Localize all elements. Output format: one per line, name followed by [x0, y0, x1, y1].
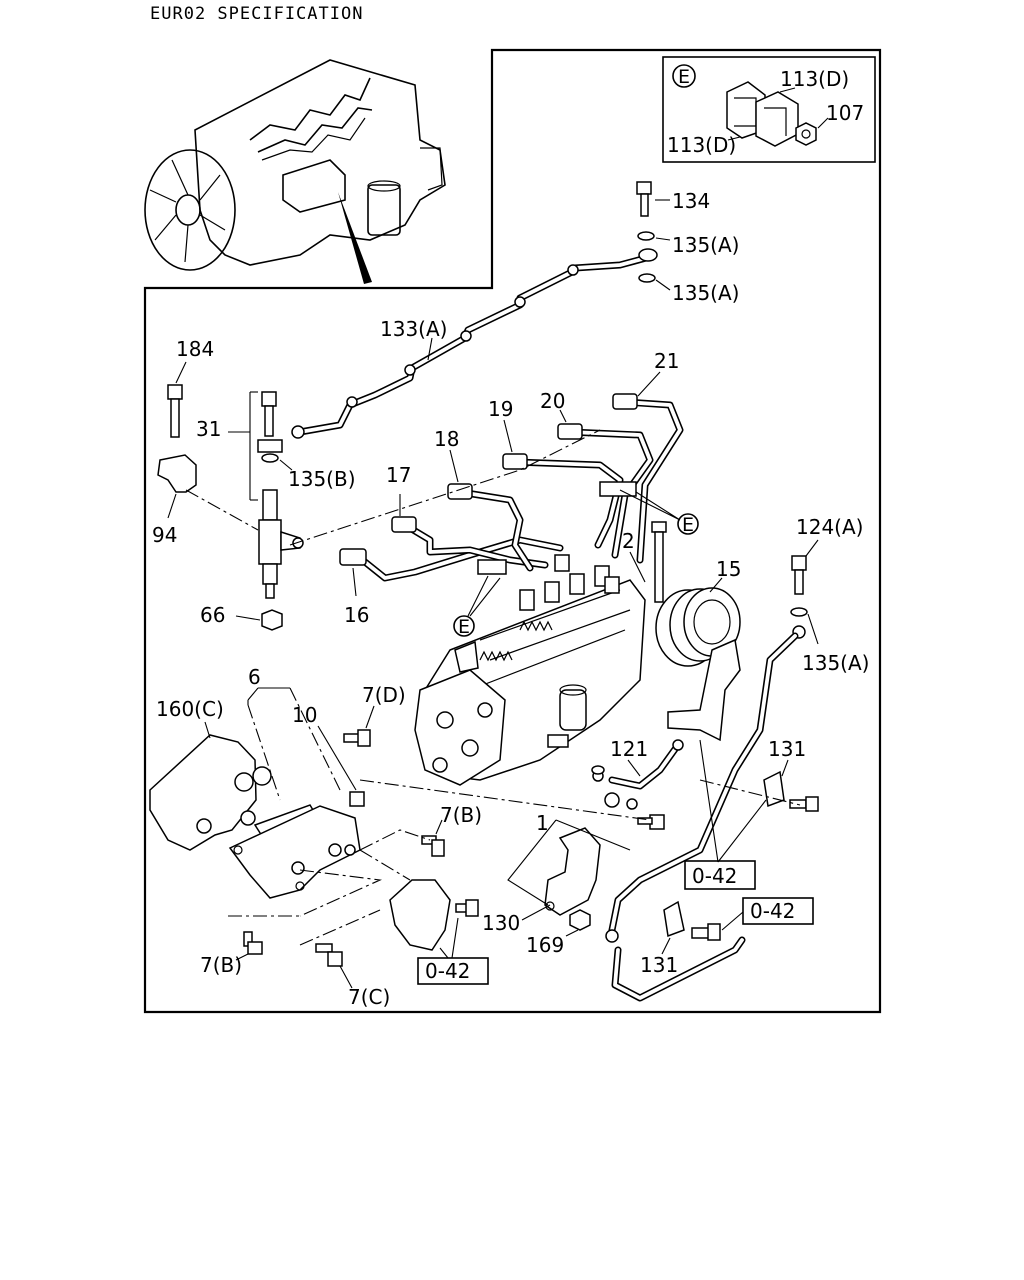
bracket-6-assembly: 160(C) 6 10 7(D) 7(B) 0-42 [149, 665, 489, 1009]
label-21: 21 [654, 349, 679, 373]
label-2: 2 [622, 529, 635, 553]
detail-e-tag: E [678, 66, 690, 88]
label-18: 18 [434, 427, 459, 451]
lower-return-pipe [611, 936, 746, 1002]
label-135b: 135(B) [288, 467, 356, 491]
pipe-121: 121 [592, 737, 684, 790]
detail-e-box [662, 56, 876, 163]
detail-e-tag-circle [672, 64, 696, 88]
e-tag-right-label: E [682, 514, 694, 536]
ref-0-42-lower-right: 0-42 [750, 899, 795, 923]
label-169: 169 [526, 933, 564, 957]
detail-e-inset: E 113(D) 113(D) 107 [662, 56, 876, 163]
label-107: 107 [826, 101, 864, 125]
page-heading: EUR02 SPECIFICATION [150, 4, 364, 24]
label-135a-2: 135(A) [672, 281, 739, 305]
label-1: 1 [536, 811, 549, 835]
banjo-bolt-134: 134 135(A) 135(A) [636, 181, 739, 305]
label-6: 6 [248, 665, 261, 689]
label-7b-upper: 7(B) [440, 803, 482, 827]
return-line-133a: 133(A) [291, 254, 650, 439]
ref-0-42-lower-left: 0-42 [425, 959, 470, 983]
ref-0-42-right: 0-42 [692, 864, 737, 888]
label-160c: 160(C) [156, 697, 224, 721]
bracket-130: 130 169 1 [359, 765, 665, 957]
label-66: 66 [200, 603, 225, 627]
filter-cylinder [367, 184, 401, 236]
label-184: 184 [176, 337, 214, 361]
bolt-124a: 124(A) 135(A) [605, 515, 869, 943]
location-pointer [338, 192, 372, 284]
label-135a-1: 135(A) [672, 233, 739, 257]
fan-icon [144, 149, 236, 271]
label-134: 134 [672, 189, 710, 213]
e-tag-left-label: E [458, 616, 470, 638]
label-7c: 7(C) [348, 985, 390, 1009]
label-94: 94 [152, 523, 177, 547]
clamp-113d-right [755, 91, 799, 147]
ref-box-0-42-right: 0-42 [684, 739, 767, 890]
label-113d-top: 113(D) [780, 67, 849, 91]
e-tag-left [453, 615, 475, 637]
injection-pipes: 16 17 18 19 20 21 E E [289, 349, 699, 638]
injector-assembly: 184 94 31 135(B) 66 [152, 337, 356, 631]
stud-2: 2 [622, 521, 667, 603]
label-15: 15 [716, 557, 741, 581]
label-135a-3: 135(A) [802, 651, 869, 675]
label-131-lower: 131 [640, 953, 678, 977]
label-7b-lower: 7(B) [200, 953, 242, 977]
diagram-frame [143, 48, 882, 1014]
label-121: 121 [610, 737, 648, 761]
label-133a: 133(A) [380, 317, 447, 341]
label-130: 130 [482, 911, 520, 935]
label-7d: 7(D) [362, 683, 406, 707]
label-124a: 124(A) [796, 515, 863, 539]
e-tag-right [677, 513, 699, 535]
label-20: 20 [540, 389, 565, 413]
label-113d-bottom: 113(D) [667, 133, 736, 157]
label-17: 17 [386, 463, 411, 487]
clamp-131-upper: 131 [699, 737, 819, 812]
label-10: 10 [292, 703, 317, 727]
engine-thumbnail [144, 59, 446, 284]
nut-107 [795, 122, 817, 146]
label-16: 16 [344, 603, 369, 627]
label-19: 19 [488, 397, 513, 421]
label-31: 31 [196, 417, 221, 441]
clamp-131-lower: 131 0-42 [640, 897, 814, 977]
timer-15: 15 [655, 557, 741, 742]
label-131-upper: 131 [768, 737, 806, 761]
injection-pump [414, 554, 646, 786]
